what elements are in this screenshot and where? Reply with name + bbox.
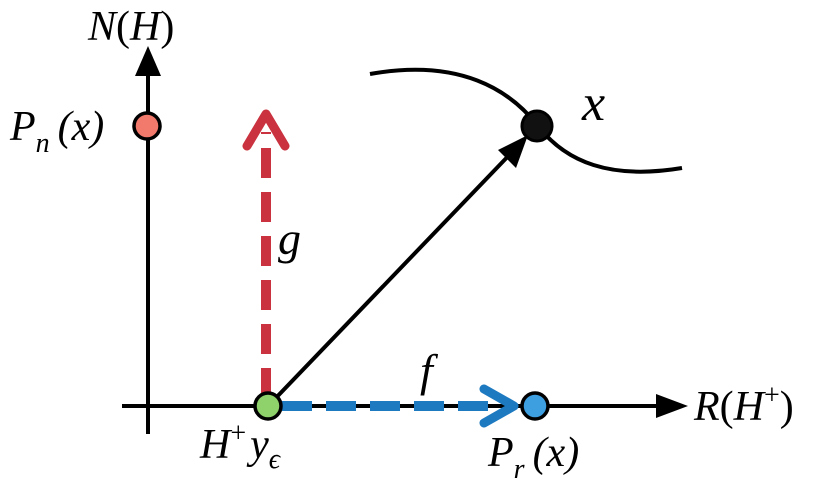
g-label: g: [278, 213, 301, 264]
g-arrow-head: [242, 109, 290, 151]
x-label: x: [581, 75, 605, 132]
pn-point: [132, 111, 162, 141]
origin-point: [253, 391, 283, 421]
f-label: f: [420, 345, 439, 396]
pr-label: Pr(x): [487, 430, 579, 482]
vector-to-x: [269, 148, 516, 405]
y-axis-label: N(H): [87, 4, 174, 50]
x-axis-arrowhead: [656, 394, 688, 418]
vector-to-x-arrowhead: [498, 135, 528, 168]
pr-point: [520, 391, 550, 421]
y-axis-arrowhead: [135, 46, 161, 76]
pn-label: Pn(x): [9, 104, 104, 159]
x-point: [520, 109, 554, 143]
origin-label: H+yϵ: [199, 418, 282, 475]
x-axis-label: R(H+): [693, 380, 794, 430]
f-arrow-head: [479, 384, 519, 428]
